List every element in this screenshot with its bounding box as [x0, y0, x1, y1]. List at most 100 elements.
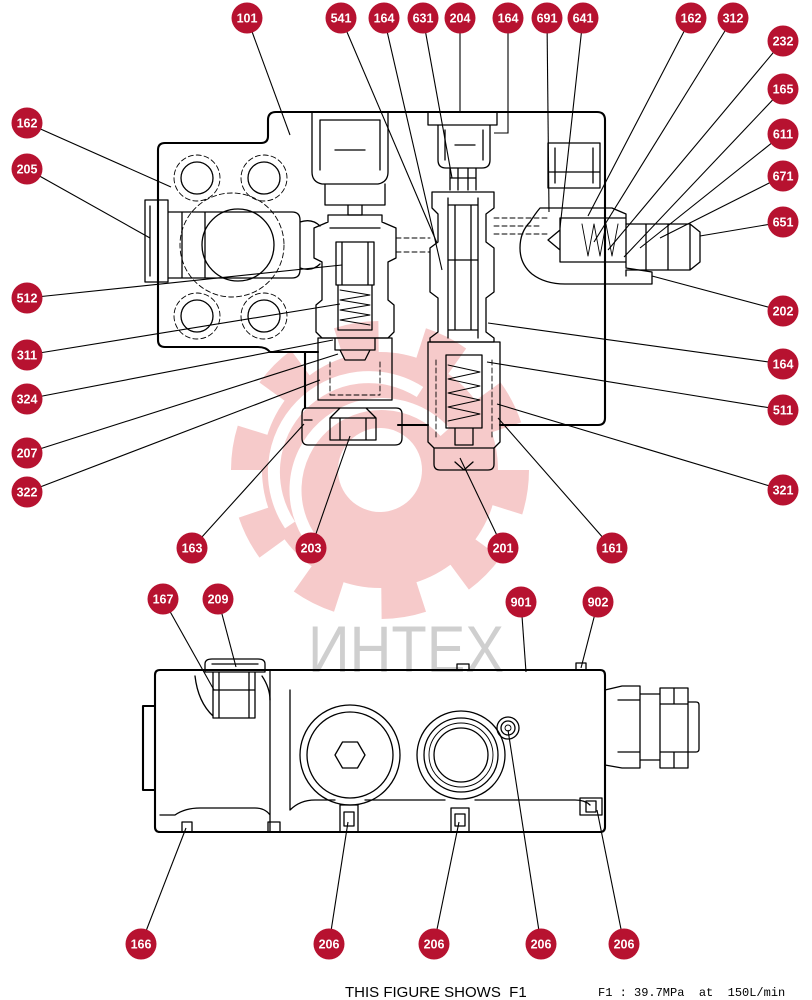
main-port-bore [201, 208, 275, 282]
part-callout: 206 [608, 928, 640, 960]
callout-number: 902 [588, 596, 609, 610]
watermark-text: ИНТЕХ [308, 612, 504, 686]
part-callout: 611 [767, 118, 799, 150]
callout-circle [767, 348, 799, 380]
leader-line [26, 339, 334, 400]
callout-circle [407, 2, 439, 34]
leader-line [459, 457, 504, 549]
spool-housing [313, 214, 397, 339]
leader-line [546, 17, 550, 213]
part-callout: 203 [295, 532, 327, 564]
side-view-body-outline [141, 668, 607, 834]
part-callout: 164 [368, 2, 400, 34]
callout-circle [11, 437, 43, 469]
gauge-port-mid [500, 720, 516, 736]
part-callout: 232 [767, 25, 799, 57]
callout-number: 162 [17, 117, 38, 131]
callout-number: 162 [681, 12, 702, 26]
leader-line [310, 435, 351, 549]
callout-circle [567, 2, 599, 34]
callout-number: 101 [237, 12, 258, 26]
side-relief-plug-651 [625, 223, 701, 277]
watermark-gear-hub [338, 428, 422, 512]
callout-circle [767, 206, 799, 238]
main-port-hidden-outline [179, 192, 285, 298]
leader-line [433, 821, 460, 945]
leader-line [587, 17, 692, 217]
part-callout: 512 [11, 282, 43, 314]
callout-number: 651 [773, 216, 794, 230]
callout-circle [767, 25, 799, 57]
part-callout: 162 [675, 2, 707, 34]
part-callout: 691 [531, 2, 563, 34]
leader-line [26, 379, 321, 493]
part-callout: 207 [11, 437, 43, 469]
callout-circle [525, 928, 557, 960]
cartridge-lower-body-201 [427, 341, 501, 471]
cartridge-thread-lines [435, 359, 493, 441]
part-callout: 202 [767, 295, 799, 327]
part-callout: 167 [147, 583, 179, 615]
callout-circle [147, 583, 179, 615]
side-view-internal-lines [159, 669, 591, 833]
leader-line [26, 353, 339, 454]
part-callout: 161 [596, 532, 628, 564]
callout-circle [767, 474, 799, 506]
part-callout: 206 [525, 928, 557, 960]
callout-circle [176, 532, 208, 564]
leader-line [191, 423, 305, 549]
callout-number: 163 [182, 542, 203, 556]
leader-line [651, 275, 784, 312]
gauge-port-outer [496, 716, 520, 740]
callout-number: 611 [773, 128, 793, 142]
part-callout: 164 [492, 2, 524, 34]
bottom-plug-203 [301, 407, 403, 446]
top-view-drawing [144, 110, 701, 471]
callout-circle [11, 383, 43, 415]
top-markers-901-902 [456, 662, 587, 671]
part-callout: 651 [767, 206, 799, 238]
callout-number: 691 [537, 12, 558, 26]
leader-line [507, 729, 542, 945]
callout-circle [231, 2, 263, 34]
callout-circle [125, 928, 157, 960]
port-a-outer [299, 704, 401, 806]
part-callout: 206 [313, 928, 345, 960]
part-callout: 311 [11, 339, 43, 371]
callout-number: 164 [374, 12, 395, 26]
callout-number: 206 [319, 938, 340, 952]
part-callout: 201 [487, 532, 519, 564]
flange-bolt-hole-outlines [173, 154, 288, 340]
callout-number: 209 [208, 593, 229, 607]
callout-circle [444, 2, 476, 34]
part-callout: 165 [767, 73, 799, 105]
callout-number: 312 [723, 12, 744, 26]
callout-number: 206 [424, 938, 445, 952]
part-callout: 324 [11, 383, 43, 415]
leader-line [26, 303, 341, 356]
cartridge-cap-204 [427, 111, 498, 191]
leader-line [607, 40, 784, 251]
port-fitting-205 [144, 199, 321, 283]
callout-circle [596, 532, 628, 564]
port-b-thread-1 [423, 717, 499, 793]
part-callout: 671 [767, 160, 799, 192]
callout-number: 311 [17, 349, 37, 363]
callout-number: 207 [17, 447, 38, 461]
callout-number: 202 [773, 305, 794, 319]
callout-circle [11, 339, 43, 371]
cartridge-spool-body [429, 191, 495, 343]
figure-spec: F1 : 39.7MPa at 150L/min [598, 986, 785, 1000]
side-relief-spring [581, 223, 619, 257]
part-callout: 902 [582, 586, 614, 618]
leader-line [659, 175, 784, 239]
plug-housing-hidden-lines [329, 361, 381, 396]
callout-number: 541 [331, 12, 352, 26]
callout-number: 324 [17, 393, 38, 407]
top-port-boss [547, 142, 601, 189]
callout-number: 164 [498, 12, 519, 26]
leader-line [497, 417, 613, 549]
callout-circle [325, 2, 357, 34]
callout-number: 322 [17, 486, 38, 500]
